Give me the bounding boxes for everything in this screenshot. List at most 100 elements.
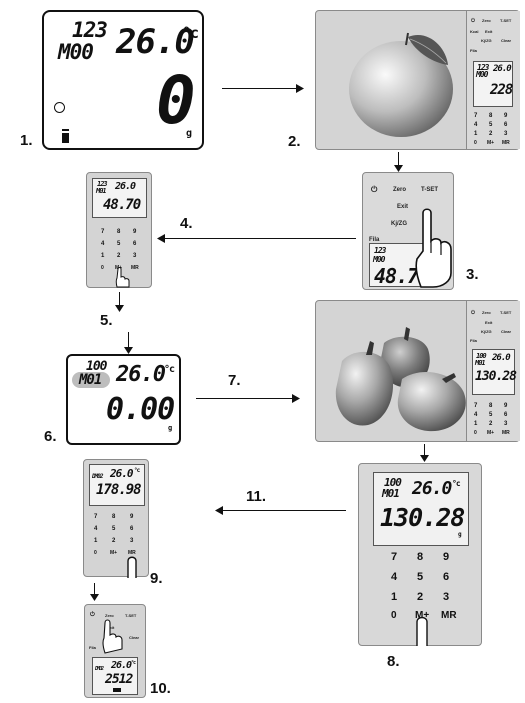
key-0[interactable]: 0 xyxy=(474,140,477,146)
key-0[interactable]: 0 xyxy=(101,265,104,271)
key-mplus[interactable]: M+ xyxy=(487,430,495,436)
key-mr[interactable]: MR xyxy=(502,140,510,146)
key-4[interactable]: 4 xyxy=(94,526,98,532)
zero-button[interactable]: Zero xyxy=(393,187,407,193)
key-5[interactable]: 5 xyxy=(117,241,121,247)
tset-button[interactable]: T-SET xyxy=(500,18,512,23)
tset-button[interactable]: T-SET xyxy=(500,310,512,315)
kjzg-button[interactable]: Kj/ZG xyxy=(481,329,492,334)
clear-button[interactable]: Clear xyxy=(501,329,512,334)
memory-label: DM02 xyxy=(95,666,104,672)
exit-button[interactable]: Exit xyxy=(397,204,409,210)
key-7[interactable]: 7 xyxy=(474,113,478,119)
key-mr[interactable]: MR xyxy=(441,610,457,621)
exit-button[interactable]: Exit xyxy=(485,320,493,325)
kjzg-button[interactable]: Kj/ZG xyxy=(481,38,492,43)
key-4[interactable]: 4 xyxy=(474,122,478,128)
power-icon[interactable]: ⏻ xyxy=(90,612,95,618)
kjzg-button[interactable]: Kj/ZG xyxy=(391,221,407,227)
key-6[interactable]: 6 xyxy=(504,122,508,128)
key-8[interactable]: 8 xyxy=(112,514,116,520)
exit-button[interactable]: Exit xyxy=(485,29,493,34)
weight-value: 228 xyxy=(490,82,513,98)
key-9[interactable]: 9 xyxy=(130,514,134,520)
power-icon[interactable]: ⏻ xyxy=(471,18,475,24)
key-5[interactable]: 5 xyxy=(489,122,493,128)
mini-lcd: 100 M01 26.0 °c 130.28 g xyxy=(373,472,469,546)
key-8[interactable]: 8 xyxy=(117,229,121,235)
step-label-10: 10. xyxy=(150,680,171,697)
fila-button[interactable]: Fila xyxy=(470,48,477,53)
step-label-9: 9. xyxy=(150,570,163,587)
zero-button[interactable]: Zero xyxy=(105,613,114,618)
key-8[interactable]: 8 xyxy=(417,551,424,563)
key-mr[interactable]: MR xyxy=(128,550,136,556)
tset-button[interactable]: T-SET xyxy=(421,187,439,193)
key-3[interactable]: 3 xyxy=(504,131,508,137)
step-label-4: 4. xyxy=(180,215,193,232)
exit-button[interactable]: Exit xyxy=(107,625,115,630)
power-icon[interactable]: ⏻ xyxy=(471,310,475,316)
weight-value: 2512 xyxy=(105,672,133,687)
clear-button[interactable]: Clear xyxy=(129,635,140,640)
orange-icon xyxy=(349,32,453,137)
key-2[interactable]: 2 xyxy=(112,538,116,544)
key-mplus[interactable]: M+ xyxy=(415,610,430,621)
key-1[interactable]: 1 xyxy=(391,591,398,603)
key-3[interactable]: 3 xyxy=(443,591,450,603)
key-4[interactable]: 4 xyxy=(474,412,478,418)
key-2[interactable]: 2 xyxy=(117,253,121,259)
key-mr[interactable]: MR xyxy=(131,265,139,271)
key-5[interactable]: 5 xyxy=(489,412,493,418)
tset-button[interactable]: T-SET xyxy=(125,613,137,618)
key-8[interactable]: 8 xyxy=(489,113,493,119)
key-6[interactable]: 6 xyxy=(133,241,137,247)
weight-value: 130.28 xyxy=(475,369,517,384)
key-7[interactable]: 7 xyxy=(391,551,398,563)
key-9[interactable]: 9 xyxy=(443,551,450,563)
key-9[interactable]: 9 xyxy=(504,403,508,409)
zero-button[interactable]: Zero xyxy=(482,18,491,23)
key-mplus[interactable]: M+ xyxy=(110,550,118,556)
key-4[interactable]: 4 xyxy=(101,241,105,247)
key-7[interactable]: 7 xyxy=(101,229,105,235)
key-3[interactable]: 3 xyxy=(504,421,508,427)
key-2[interactable]: 2 xyxy=(489,131,493,137)
key-1[interactable]: 1 xyxy=(474,131,478,137)
key-7[interactable]: 7 xyxy=(474,403,478,409)
power-icon[interactable]: ⏻ xyxy=(371,185,378,194)
fila-button[interactable]: Fila xyxy=(89,645,96,650)
key-3[interactable]: 3 xyxy=(133,253,137,259)
key-8[interactable]: 8 xyxy=(489,403,493,409)
key-5[interactable]: 5 xyxy=(112,526,116,532)
key-1[interactable]: 1 xyxy=(474,421,478,427)
key-2[interactable]: 2 xyxy=(417,591,424,603)
arrow-1-to-2 xyxy=(222,88,298,90)
fila-button[interactable]: Fila xyxy=(470,338,477,343)
key-7[interactable]: 7 xyxy=(94,514,98,520)
key-0[interactable]: 0 xyxy=(94,550,97,556)
fila-button[interactable]: Fila xyxy=(369,237,380,243)
key-0[interactable]: 0 xyxy=(474,430,477,436)
key-9[interactable]: 9 xyxy=(133,229,137,235)
key-6[interactable]: 6 xyxy=(504,412,508,418)
zero-button[interactable]: Zero xyxy=(482,310,491,315)
key-4[interactable]: 4 xyxy=(391,571,398,583)
key-mplus[interactable]: M+ xyxy=(487,140,495,146)
key-3[interactable]: 3 xyxy=(130,538,134,544)
key-1[interactable]: 1 xyxy=(101,253,105,259)
key-5[interactable]: 5 xyxy=(417,571,424,583)
key-1[interactable]: 1 xyxy=(94,538,98,544)
key-9[interactable]: 9 xyxy=(504,113,508,119)
memory-label: M01 xyxy=(79,372,102,388)
clear-button[interactable]: Clear xyxy=(501,38,512,43)
kcal-button[interactable]: Kcal xyxy=(470,29,479,34)
key-0[interactable]: 0 xyxy=(391,610,397,621)
unit-step4: 123 M01 26.0 48.70 7 8 9 4 5 6 1 2 3 0 M… xyxy=(86,172,152,288)
arrow-3-to-4 xyxy=(164,238,356,240)
key-2[interactable]: 2 xyxy=(489,421,493,427)
key-6[interactable]: 6 xyxy=(443,571,450,583)
memory-label: M00 xyxy=(373,255,385,264)
key-6[interactable]: 6 xyxy=(130,526,134,532)
key-mr[interactable]: MR xyxy=(502,430,510,436)
